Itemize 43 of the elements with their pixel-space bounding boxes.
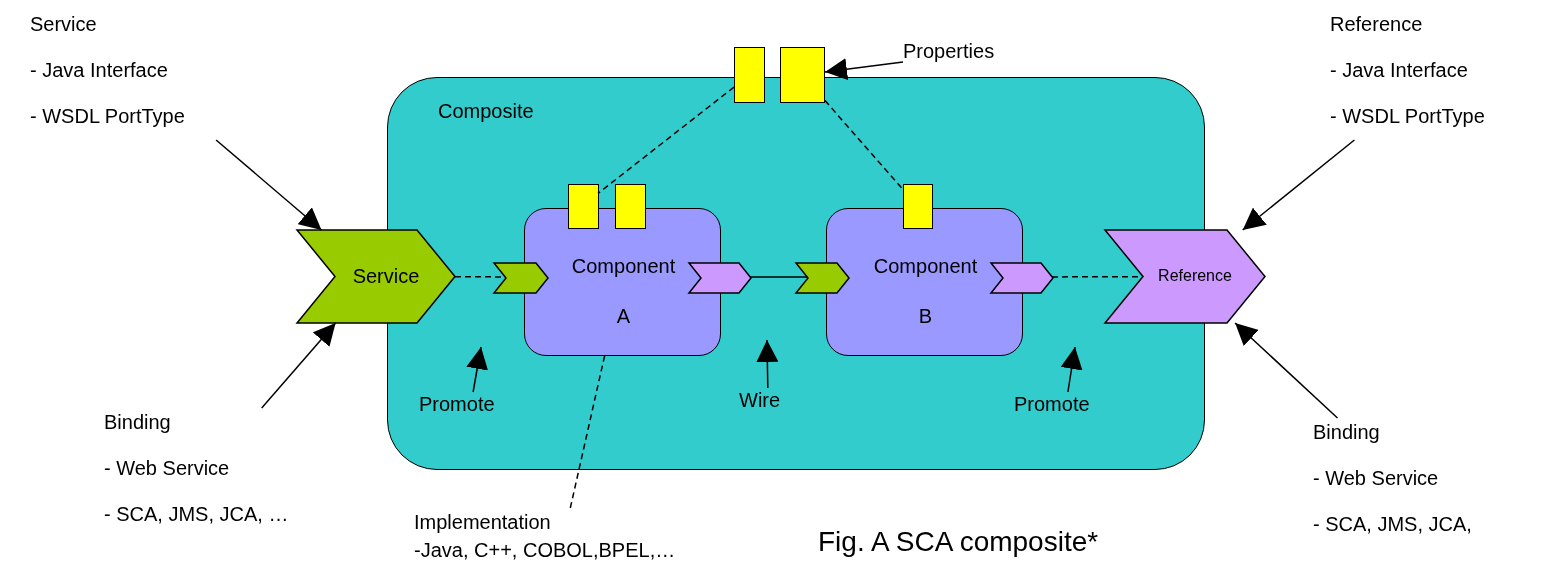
annotation-text: -Java, C++, COBOL,BPEL,… bbox=[414, 538, 677, 563]
annotation-heading: Reference bbox=[1330, 12, 1424, 37]
chevron-label: Reference bbox=[1157, 266, 1233, 285]
property-box bbox=[568, 184, 599, 229]
chevron-label: Service bbox=[351, 264, 421, 288]
annotation-text: - Web Service bbox=[104, 456, 231, 481]
leader-arrow bbox=[1060, 346, 1083, 393]
leader-arrow bbox=[1241, 139, 1356, 231]
component-label: Component B bbox=[872, 254, 979, 329]
annotation-text: - WSDL PortType bbox=[1330, 104, 1486, 129]
annotation-text: Promote bbox=[1014, 393, 1119, 423]
leader-arrow bbox=[1234, 322, 1339, 419]
annotation-text: Wire bbox=[739, 389, 799, 419]
property-box bbox=[903, 184, 933, 229]
component-box bbox=[826, 208, 1023, 356]
composite-title: Composite bbox=[438, 100, 534, 123]
property-box bbox=[780, 47, 825, 103]
annotation-text: Properties bbox=[903, 40, 1023, 68]
leader-line bbox=[569, 354, 606, 509]
leader-arrow bbox=[215, 139, 323, 231]
annotation-heading: Binding bbox=[1313, 420, 1381, 445]
annotation-text: - Web Service bbox=[1313, 466, 1440, 491]
annotation-text: - SCA, JMS, JCA, … bbox=[104, 502, 289, 527]
annotation-text: Promote bbox=[419, 393, 524, 423]
leader-arrow bbox=[260, 322, 337, 409]
property-line bbox=[597, 86, 735, 195]
annotation-text: - WSDL PortType bbox=[30, 104, 186, 129]
property-box bbox=[615, 184, 646, 229]
annotation-text: - Java Interface bbox=[30, 58, 169, 83]
leader-arrow bbox=[466, 346, 489, 393]
component-label: Component A bbox=[570, 254, 677, 329]
leader-arrow bbox=[756, 339, 779, 389]
leader-arrow bbox=[824, 58, 904, 81]
property-line bbox=[824, 99, 903, 190]
wire-line bbox=[749, 276, 808, 278]
annotation-text: - Java Interface bbox=[1330, 58, 1469, 83]
annotation-text: - SCA, JMS, JCA, bbox=[1313, 512, 1473, 537]
caption: Fig. A SCA composite* bbox=[818, 526, 1099, 558]
annotation-heading: Service bbox=[30, 12, 98, 37]
component-box bbox=[524, 208, 721, 356]
annotation-heading: Binding bbox=[104, 410, 172, 435]
annotation-heading: Implementation bbox=[414, 510, 552, 535]
property-box bbox=[734, 47, 765, 103]
